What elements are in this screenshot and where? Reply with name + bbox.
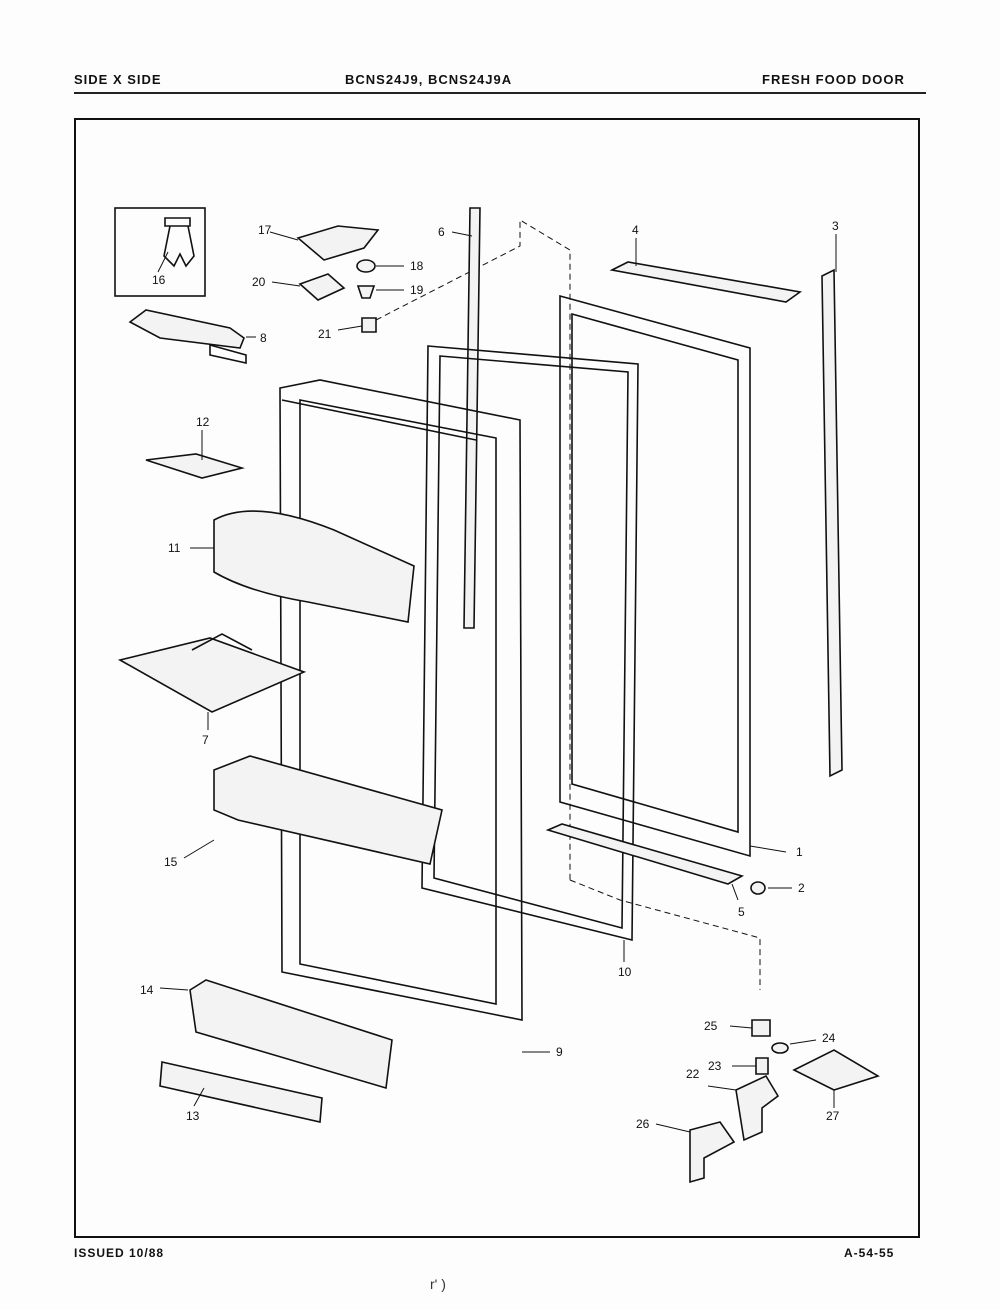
footer-page-number: A-54-55 <box>844 1246 895 1260</box>
part-22-shape <box>735 1074 780 1142</box>
part-9-shape <box>279 379 523 1021</box>
part-label-17: 17 <box>258 223 272 237</box>
part-label-8: 8 <box>260 331 267 345</box>
part-19-shape <box>356 285 376 299</box>
part-label-22: 22 <box>686 1067 700 1081</box>
part-label-23: 23 <box>708 1059 722 1073</box>
part-16-shape <box>163 217 195 268</box>
part-3-shape <box>821 268 843 778</box>
part-7-shape <box>117 637 307 713</box>
part-label-12: 12 <box>196 415 210 429</box>
part-label-16: 16 <box>152 273 166 287</box>
part-label-3: 3 <box>832 219 839 233</box>
part-label-13: 13 <box>186 1109 200 1123</box>
part-2-shape <box>750 881 766 895</box>
part-label-4: 4 <box>632 223 639 237</box>
part-label-26: 26 <box>636 1117 650 1131</box>
part-12-shape <box>145 453 245 479</box>
part-27-shape <box>792 1049 880 1091</box>
part-label-6: 6 <box>438 225 445 239</box>
header-rule <box>74 92 926 94</box>
part-11-shape <box>213 510 415 623</box>
part-20-shape <box>298 273 346 301</box>
footer-issued-date: ISSUED 10/88 <box>74 1246 165 1260</box>
part-label-27: 27 <box>826 1109 840 1123</box>
part-8-shape <box>128 309 245 349</box>
part-26-shape <box>689 1121 736 1184</box>
part-label-25: 25 <box>704 1019 718 1033</box>
diagram-frame <box>74 118 920 1238</box>
part-24-shape <box>771 1042 789 1054</box>
part-10-shape <box>421 345 639 942</box>
part-label-9: 9 <box>556 1045 563 1059</box>
part-label-21: 21 <box>318 327 332 341</box>
part-label-11: 11 <box>168 541 181 555</box>
part-16-inset-box <box>114 207 206 297</box>
part-label-19: 19 <box>410 283 424 297</box>
header-left-title: SIDE X SIDE <box>74 72 162 87</box>
part-label-1: 1 <box>796 845 803 859</box>
part-label-14: 14 <box>140 983 154 997</box>
part-label-2: 2 <box>798 881 805 895</box>
part-25-shape <box>751 1019 771 1037</box>
assembly-dash-line-bottom <box>569 879 761 990</box>
part-5-shape <box>545 823 745 885</box>
part-label-5: 5 <box>738 905 745 919</box>
part-15-shape <box>213 755 443 865</box>
part-label-20: 20 <box>252 275 266 289</box>
part-18-shape <box>356 259 376 273</box>
part-1-shape <box>559 294 751 858</box>
part-13-shape <box>159 1061 323 1123</box>
part-label-10: 10 <box>618 965 632 979</box>
header-section-title: FRESH FOOD DOOR <box>762 72 905 87</box>
part-label-7: 7 <box>202 733 209 747</box>
part-17-shape <box>296 225 380 261</box>
part-23-shape <box>755 1057 769 1075</box>
stray-mark: r' ) <box>430 1276 446 1292</box>
part-14-shape <box>189 979 393 1090</box>
part-6-shape <box>463 207 481 629</box>
part-21-shape <box>361 317 377 333</box>
part-label-15: 15 <box>164 855 178 869</box>
part-4-shape <box>609 261 803 303</box>
part-label-24: 24 <box>822 1031 836 1045</box>
header-model-numbers: BCNS24J9, BCNS24J9A <box>345 72 513 87</box>
part-label-18: 18 <box>410 259 424 273</box>
